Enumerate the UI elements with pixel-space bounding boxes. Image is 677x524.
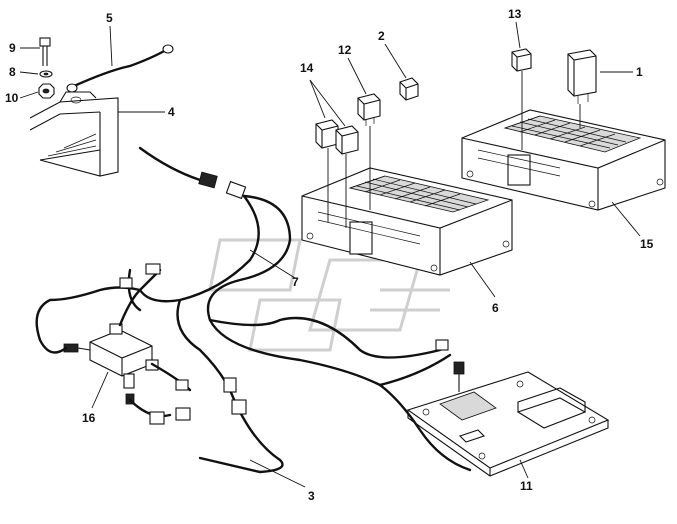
control-panel	[406, 361, 610, 477]
callout-9: 9	[9, 41, 16, 55]
cable-harness	[35, 146, 472, 474]
relay-12	[357, 93, 381, 210]
callout-3: 3	[308, 489, 315, 503]
callout-16: 16	[82, 411, 96, 425]
callout-14: 14	[300, 61, 314, 75]
callout-7: 7	[292, 275, 299, 289]
callout-11: 11	[520, 479, 533, 493]
leader-lines	[19, 21, 641, 488]
relay-box-secondary	[301, 167, 513, 276]
fuse	[399, 77, 419, 101]
relay-13	[511, 48, 532, 150]
nut	[38, 83, 55, 99]
callout-12: 12	[338, 43, 352, 57]
mounting-bracket	[29, 91, 119, 177]
callout-8: 8	[9, 65, 16, 79]
relay-box-main	[461, 109, 666, 211]
callout-6: 6	[492, 301, 499, 315]
relay-large	[567, 49, 597, 128]
relay-14-right	[335, 125, 359, 228]
callout-5: 5	[106, 11, 113, 25]
callout-4: 4	[168, 105, 175, 119]
relay-14-left	[315, 119, 339, 222]
callout-13: 13	[508, 7, 522, 21]
callout-1: 1	[636, 65, 643, 79]
valve-block	[63, 323, 159, 405]
callout-2: 2	[378, 29, 385, 43]
bolt	[39, 37, 51, 66]
washer	[39, 70, 53, 78]
callout-10: 10	[5, 91, 19, 105]
ground-strap	[66, 44, 174, 93]
callout-15: 15	[640, 237, 654, 251]
